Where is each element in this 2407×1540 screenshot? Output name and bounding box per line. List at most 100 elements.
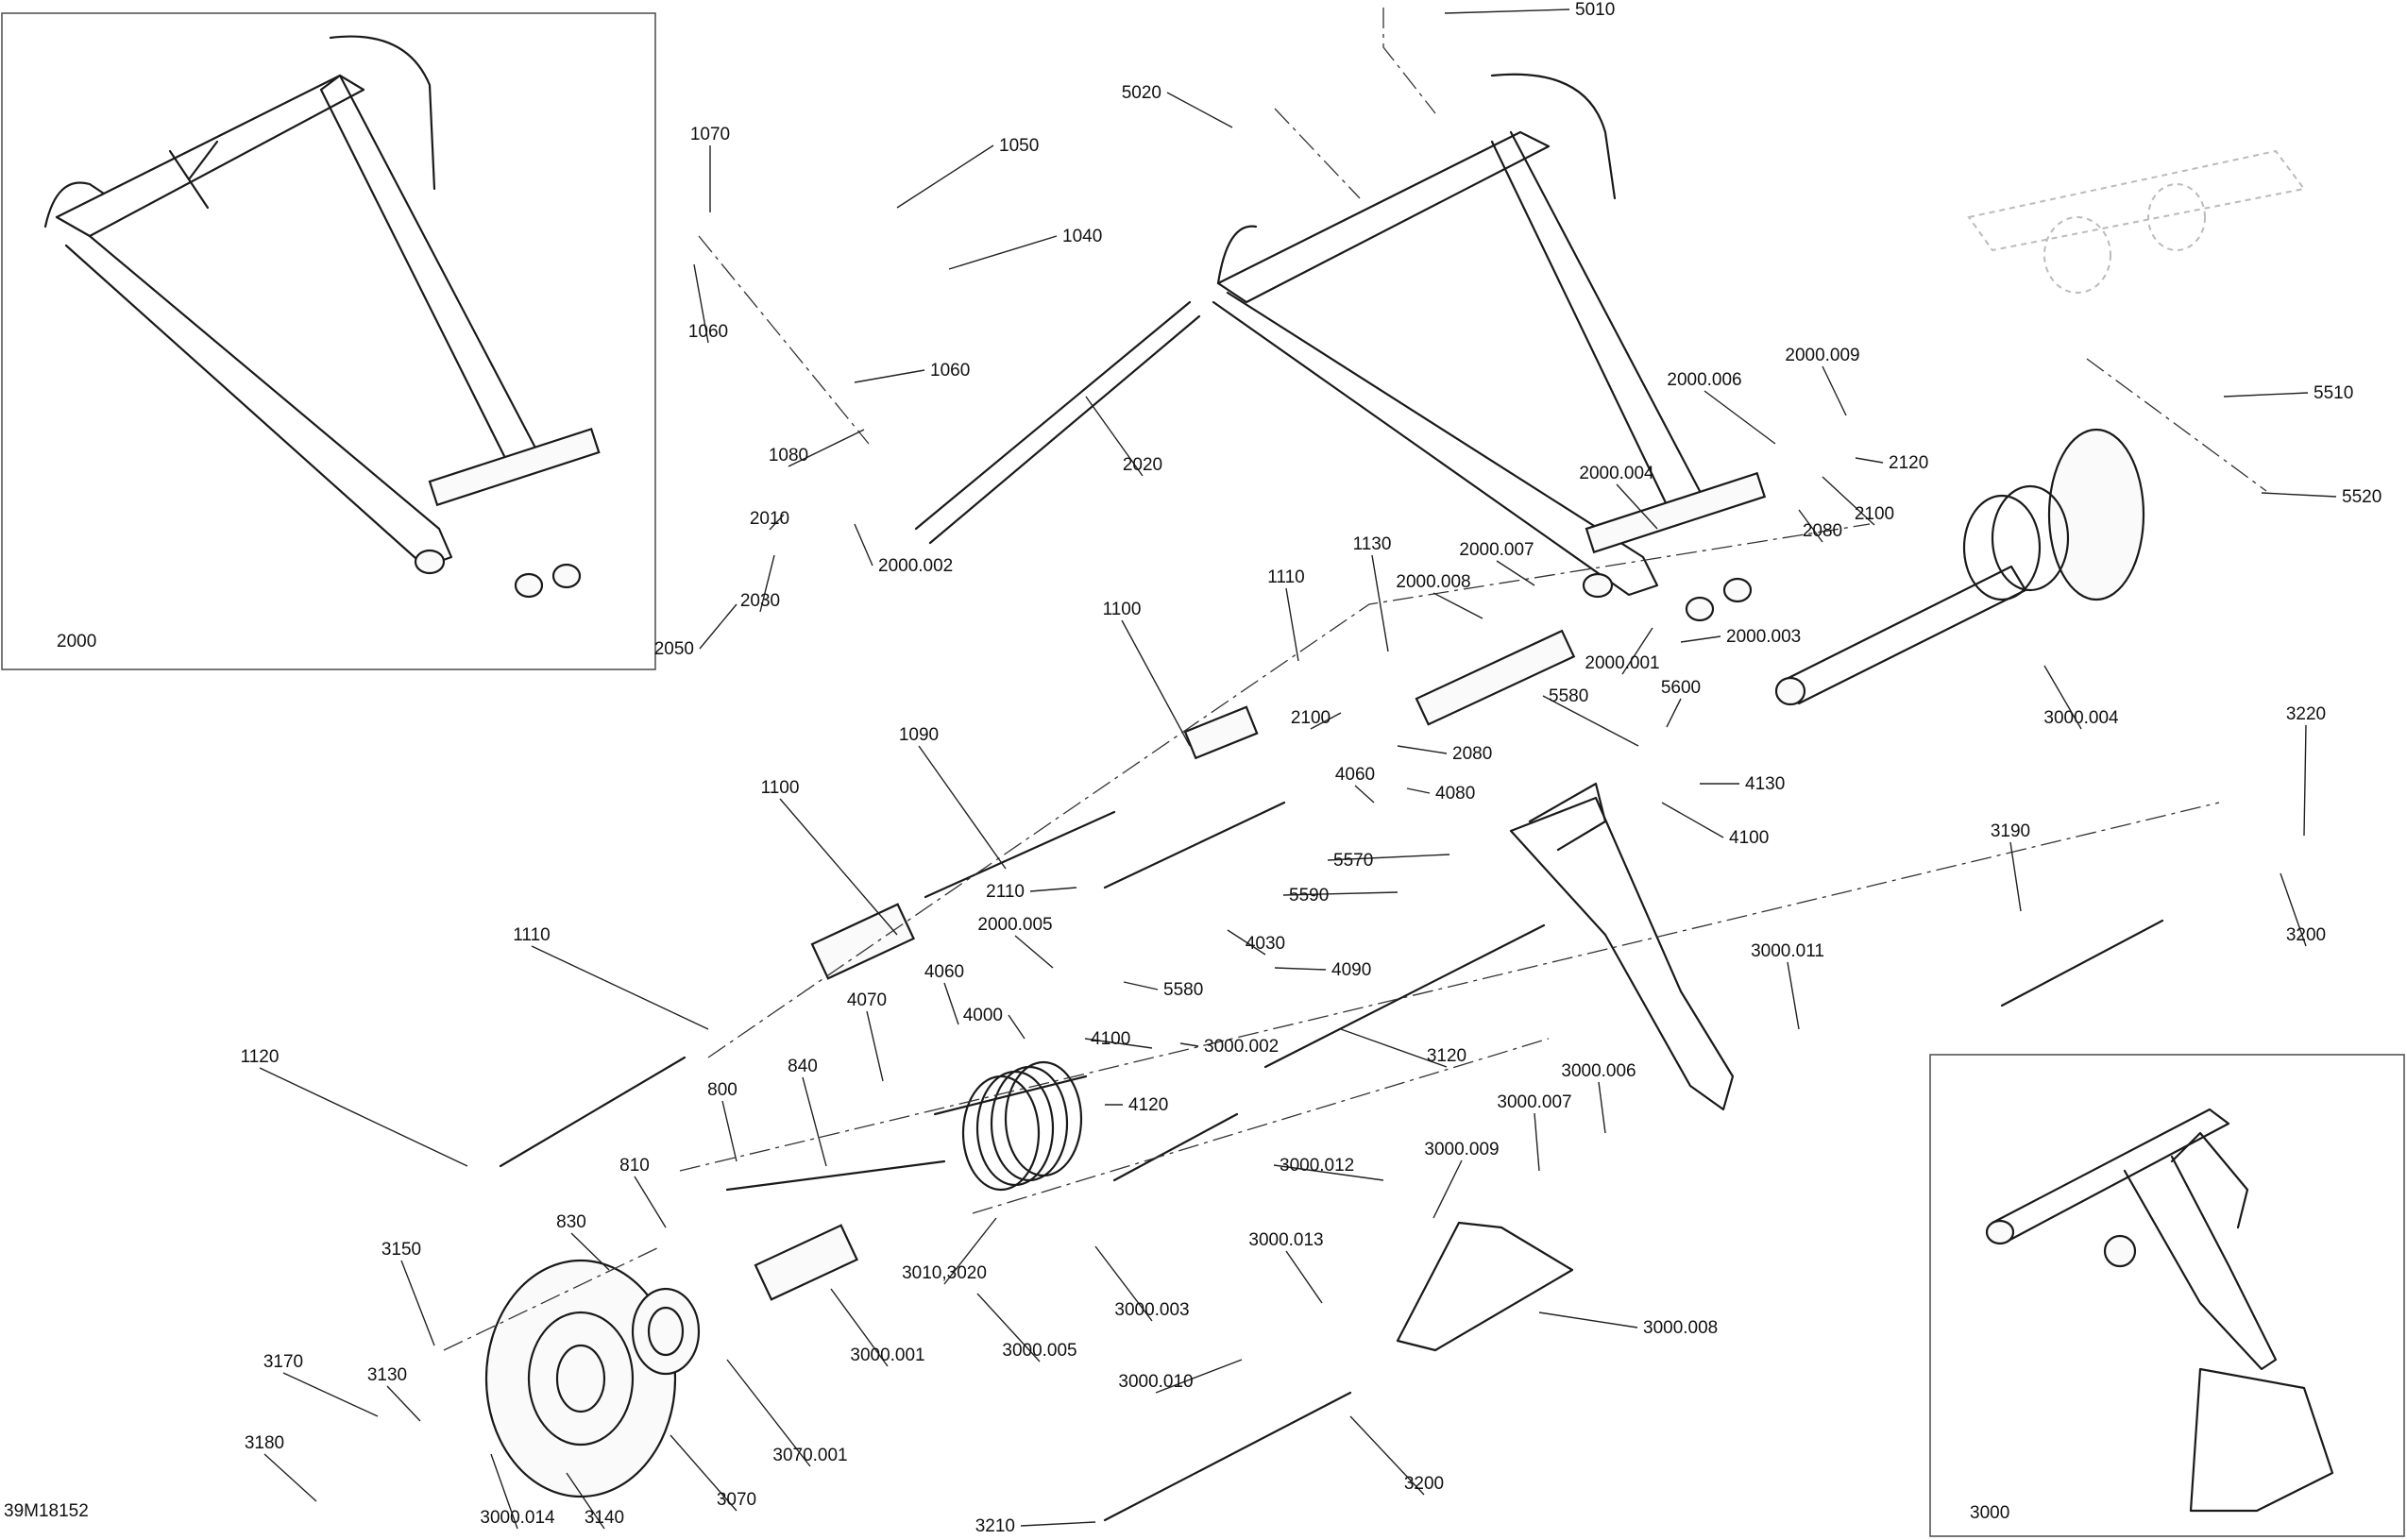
callout-label: 2000.001 <box>1585 653 1659 673</box>
callout-label: 830 <box>556 1212 586 1232</box>
callout-leader <box>759 554 775 613</box>
callout-leader <box>1085 396 1144 477</box>
callout-label: 3000.007 <box>1497 1092 1571 1112</box>
callout-leader <box>1349 1415 1425 1496</box>
callout-leader <box>2009 841 2022 912</box>
callout-label: 4030 <box>1246 934 1285 954</box>
callout-leader <box>699 603 737 650</box>
callout-leader <box>1014 935 1054 969</box>
callout-label: 2080 <box>1452 744 1492 764</box>
callout-label: 2020 <box>1123 455 1162 475</box>
callout-label: 2100 <box>1291 708 1331 728</box>
rear-arm-drawing <box>1396 782 1735 1352</box>
inset-2000-label: 2000 <box>57 632 96 652</box>
centerlines <box>443 8 2267 1351</box>
callout-leader <box>896 144 994 209</box>
callout-leader <box>2223 392 2309 398</box>
callout-label: 3070.001 <box>772 1446 847 1465</box>
callout-label: 3190 <box>1991 821 2030 841</box>
callout-leader <box>693 263 709 344</box>
callout-label: 3070 <box>717 1490 756 1510</box>
callout-label: 5570 <box>1333 851 1373 871</box>
callout-label: 5580 <box>1163 980 1203 1000</box>
callout-label: 1060 <box>688 322 728 342</box>
callout-leader <box>1008 1014 1026 1040</box>
callout-leader <box>566 1472 605 1530</box>
callout-label: 5020 <box>1122 83 1161 103</box>
callout-label: 3000.011 <box>1751 941 1824 961</box>
callout-leader <box>1155 1359 1243 1394</box>
callout-leader <box>1327 854 1450 861</box>
callout-leader <box>1179 1042 1199 1047</box>
callout-label: 3180 <box>245 1433 284 1453</box>
callout-label: 1090 <box>899 725 939 745</box>
callout-leader <box>1432 1159 1463 1219</box>
callout-label: 1110 <box>513 925 550 945</box>
callout-label: 1070 <box>690 125 730 144</box>
callout-label: 2120 <box>1889 453 1928 473</box>
callout-leader <box>1798 509 1823 543</box>
callout-leader <box>1496 560 1535 586</box>
callout-leader <box>400 1260 435 1346</box>
callout-label: 4000 <box>963 1006 1003 1025</box>
callout-leader <box>2043 665 2082 730</box>
callout-leader <box>1704 390 1776 445</box>
callout-label: 2080 <box>1803 521 1842 541</box>
callout-label: 5590 <box>1289 886 1329 905</box>
callout-label: 1060 <box>930 361 970 381</box>
callout-leader <box>1273 1164 1384 1181</box>
rear-arm-assembly-drawing <box>1985 1108 2334 1513</box>
callout-leader <box>282 1372 379 1417</box>
inset-frame-2000 <box>1 12 656 670</box>
callout-leader <box>1616 483 1658 530</box>
callout-leader <box>1285 587 1299 662</box>
callout-leader <box>830 1288 889 1367</box>
callout-label: 2010 <box>750 509 789 529</box>
front-arm-assembly-drawing <box>43 35 601 599</box>
callout-leader <box>570 1232 610 1271</box>
callout-leader <box>948 235 1058 270</box>
callout-label: 3000.009 <box>1424 1140 1499 1159</box>
callout-leader <box>259 1067 468 1167</box>
callout-leader <box>1680 635 1721 643</box>
callout-label: 2000.008 <box>1396 572 1470 592</box>
callout-label: 5580 <box>1549 686 1588 706</box>
callout-label: 4070 <box>847 990 887 1010</box>
callout-label: 4100 <box>1729 828 1769 848</box>
callout-leader <box>1227 929 1266 956</box>
callout-label: 4120 <box>1128 1095 1168 1115</box>
callout-leader <box>1534 1112 1540 1172</box>
callout-leader <box>263 1453 317 1502</box>
callout-label: 1050 <box>999 136 1039 156</box>
callout-label: 3000.005 <box>1002 1341 1076 1361</box>
callout-label: 3140 <box>585 1508 624 1528</box>
callout-leader <box>1166 92 1233 128</box>
callout-label: 3000.002 <box>1204 1037 1279 1057</box>
callout-leader <box>788 429 865 467</box>
callout-label: 3000.001 <box>850 1345 924 1365</box>
callout-label: 3010,3020 <box>902 1263 987 1283</box>
main-front-arm-drawing <box>1212 73 1767 622</box>
callout-leader <box>1094 1245 1153 1322</box>
callout-leader <box>1029 887 1077 892</box>
callout-leader <box>1406 787 1431 794</box>
callout-leader <box>1397 745 1448 754</box>
callout-label: 2050 <box>654 639 694 659</box>
callout-label: 4060 <box>924 962 964 982</box>
callout-label: 3000.010 <box>1118 1372 1193 1392</box>
callout-label: 3170 <box>263 1352 303 1372</box>
callout-leader <box>1822 365 1847 416</box>
callout-label: 2110 <box>986 882 1025 902</box>
callout-label: 1100 <box>761 778 800 798</box>
callout-label: 3000.006 <box>1561 1061 1636 1081</box>
callout-label: 3000.013 <box>1248 1230 1323 1250</box>
callout-label: 3000.012 <box>1280 1156 1354 1176</box>
callout-label: 1120 <box>241 1047 280 1067</box>
callout-label: 4080 <box>1435 784 1475 804</box>
callout-leader <box>802 1076 827 1167</box>
callout-label: 840 <box>788 1057 818 1076</box>
diagram-id: 39M18152 <box>4 1501 89 1521</box>
callout-leader <box>721 1100 737 1162</box>
